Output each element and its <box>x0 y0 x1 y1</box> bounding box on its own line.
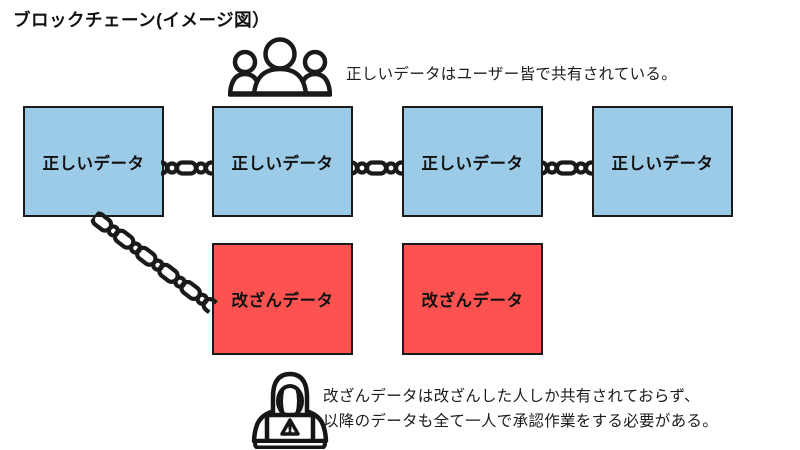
diagram-title: ブロックチェーン(イメージ図） <box>13 10 271 30</box>
tampered-data-block-1: 改ざんデータ <box>212 243 353 355</box>
users-group-icon <box>228 37 332 97</box>
chain-link-icon <box>351 160 403 176</box>
chain-link-icon <box>161 160 213 176</box>
valid-data-block-2: 正しいデータ <box>212 106 353 217</box>
valid-data-block-3: 正しいデータ <box>402 106 543 217</box>
chain-link-icon <box>541 160 593 176</box>
shared-data-caption: 正しいデータはユーザー皆で共有されている。 <box>346 66 678 83</box>
diagonal-chain-icon <box>88 208 223 317</box>
tampered-data-label: 改ざんデータ <box>421 292 524 310</box>
valid-data-block-4: 正しいデータ <box>592 106 733 217</box>
valid-data-label: 正しいデータ <box>421 154 524 173</box>
valid-data-label: 正しいデータ <box>42 154 145 173</box>
valid-data-block-1: 正しいデータ <box>23 106 164 217</box>
tampered-data-label: 改ざんデータ <box>231 292 334 310</box>
valid-data-label: 正しいデータ <box>611 154 714 173</box>
tampered-data-caption: 改ざんデータは改ざんした人しか共有されておらず、 以降のデータも全て一人で承認作… <box>323 384 718 434</box>
tampered-caption-line-1: 改ざんデータは改ざんした人しか共有されておらず、 <box>323 388 700 405</box>
tampered-data-block-2: 改ざんデータ <box>402 243 543 355</box>
hacker-laptop-warning-icon <box>251 371 329 449</box>
valid-data-label: 正しいデータ <box>231 154 334 173</box>
tampered-caption-line-2: 以降のデータも全て一人で承認作業をする必要がある。 <box>323 413 719 430</box>
